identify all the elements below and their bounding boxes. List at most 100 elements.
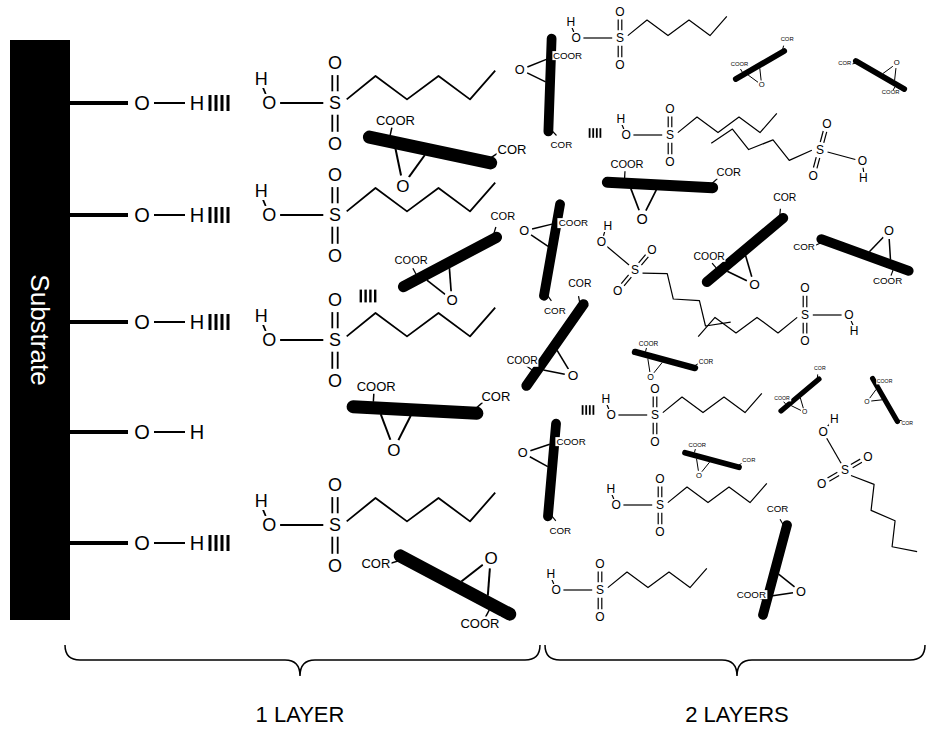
atom-symbol: O	[483, 549, 498, 566]
atom-symbol: O	[327, 135, 343, 153]
chemical-bond	[618, 19, 619, 30]
functional-group: COOR	[506, 356, 539, 366]
chemical-bond	[668, 143, 669, 154]
atom-symbol: S	[840, 464, 850, 476]
atom-symbol: O	[133, 312, 151, 332]
atom-symbol: O	[654, 473, 665, 485]
chemical-bond	[579, 296, 580, 304]
graphene-sheet	[607, 182, 712, 188]
functional-group: COOR	[558, 218, 589, 228]
chemical-bond	[803, 296, 804, 307]
atom-symbol: S	[328, 331, 342, 349]
atom-symbol: O	[795, 585, 807, 598]
chemical-bond	[154, 321, 185, 323]
hydrogen-bond	[360, 290, 362, 303]
atom-symbol: H	[254, 70, 269, 88]
chemical-bond	[621, 46, 622, 57]
chemical-bond	[829, 475, 839, 481]
chemical-bond	[70, 320, 128, 324]
functional-group: COOR	[555, 437, 586, 447]
atom-symbol: O	[893, 59, 901, 67]
atom-symbol: H	[602, 220, 613, 232]
functional-group: COR	[480, 390, 511, 403]
chemical-bond	[671, 116, 672, 127]
chemical-bond	[331, 187, 333, 203]
chemical-bond	[331, 537, 333, 554]
chemical-bond	[601, 598, 602, 609]
chemical-bond	[813, 314, 842, 315]
atom-symbol: O	[614, 59, 625, 71]
chemical-bond	[531, 235, 548, 246]
chemical-bond	[607, 246, 629, 265]
graphene-sheet	[353, 407, 477, 413]
chemical-bond	[280, 339, 323, 341]
chemical-bond	[824, 132, 827, 143]
chemical-bond	[773, 593, 793, 596]
atom-symbol: S	[665, 129, 675, 141]
chemical-bond	[782, 46, 783, 50]
atom-symbol: O	[817, 426, 828, 438]
functional-group: COOR	[881, 90, 901, 96]
chemical-bond	[853, 462, 862, 467]
chemical-bond	[493, 227, 495, 235]
chemical-bond	[449, 268, 451, 291]
chemical-bond	[803, 323, 804, 334]
atom-symbol: O	[445, 293, 458, 307]
chemical-bond	[711, 129, 812, 160]
layer-bracket	[545, 645, 925, 676]
atom-symbol: H	[615, 113, 626, 125]
hydrogen-bond	[589, 405, 591, 415]
chemical-bond	[871, 400, 882, 401]
functional-group: COR	[543, 307, 567, 317]
chemical-bond	[748, 75, 758, 82]
atom-symbol: O	[596, 236, 607, 248]
hydrogen-bond	[209, 207, 212, 223]
atom-symbol: O	[612, 285, 623, 297]
chemical-bond	[530, 457, 548, 467]
functional-group: COOR	[375, 114, 416, 127]
chemical-bond	[779, 574, 795, 587]
chemical-bond	[551, 130, 556, 135]
chemical-bond	[527, 366, 532, 370]
chemical-bond	[331, 352, 333, 369]
chemical-bond	[784, 402, 786, 404]
atom-symbol: H	[849, 325, 860, 337]
chemical-bond	[475, 403, 482, 410]
chemical-bond	[70, 101, 128, 105]
atom-symbol: S	[595, 584, 605, 596]
chemical-bond	[658, 513, 659, 524]
atom-symbol: O	[133, 422, 151, 442]
hydrogen-bond	[593, 405, 595, 415]
atom-symbol: O	[821, 118, 832, 130]
atom-symbol: O	[327, 557, 343, 575]
chemical-bond	[656, 396, 657, 407]
chemical-bond	[530, 444, 549, 451]
atom-symbol: O	[261, 206, 277, 224]
chemical-bond	[883, 66, 893, 73]
atom-symbol: O	[863, 398, 870, 405]
chemical-bond	[817, 158, 820, 168]
chemical-bond	[598, 571, 599, 582]
chemical-bond	[154, 214, 185, 216]
chemical-bond	[643, 273, 731, 326]
atom-symbol: O	[614, 6, 625, 18]
hydrogen-bond	[215, 95, 218, 111]
chemical-bond	[712, 263, 716, 268]
chemical-bond	[661, 486, 662, 497]
atom-symbol: O	[649, 383, 660, 395]
chemical-bond	[373, 394, 375, 402]
functional-group: COR	[837, 61, 852, 67]
atom-symbol: O	[327, 166, 343, 184]
chemical-bond	[154, 431, 185, 433]
functional-group: COOR	[687, 443, 707, 449]
chemical-bond	[390, 128, 392, 136]
chemical-bond	[337, 312, 339, 328]
atom-symbol: O	[664, 156, 675, 168]
atom-symbol: H	[189, 93, 205, 113]
chemical-bond	[780, 519, 784, 525]
functional-group: COR	[900, 422, 914, 427]
functional-group: COOR	[356, 379, 397, 392]
atom-symbol: O	[748, 278, 761, 292]
chemical-bond	[656, 423, 657, 434]
